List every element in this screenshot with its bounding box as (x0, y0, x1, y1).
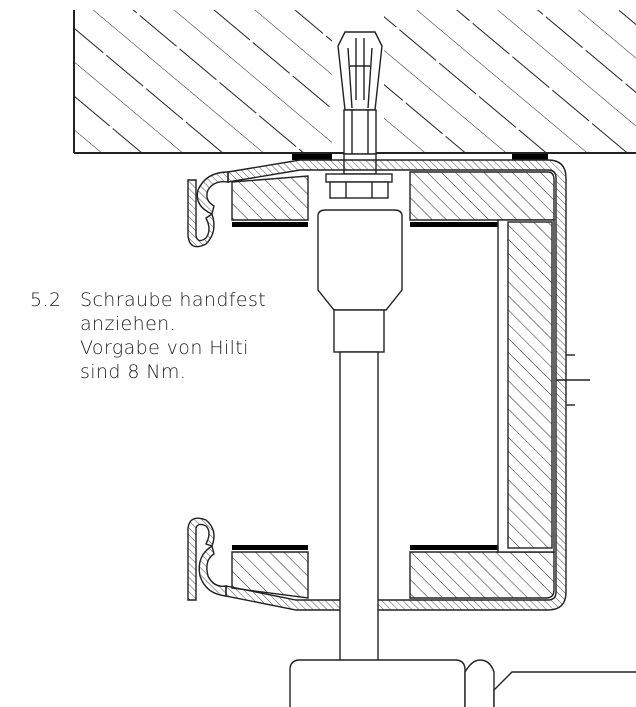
lower-blocks (231, 551, 555, 599)
instruction-text: Schraube handfest anziehen. Vorgabe von … (80, 288, 266, 384)
bolt-nut (325, 173, 393, 199)
step-number: 5.2 (30, 289, 62, 311)
side-insert (497, 219, 590, 553)
profile-frame (187, 159, 567, 611)
tool-handle (289, 659, 636, 707)
instruction-line: Vorgabe von Hilti (80, 337, 249, 359)
upper-blocks (231, 171, 555, 221)
socket-wrench (317, 209, 403, 663)
instruction-line: anziehen. (80, 313, 177, 335)
gasket-strips (232, 154, 548, 550)
instruction-line: sind 8 Nm. (80, 361, 187, 383)
anchor-dowel (337, 31, 383, 175)
instruction-line: Schraube handfest (80, 289, 267, 311)
